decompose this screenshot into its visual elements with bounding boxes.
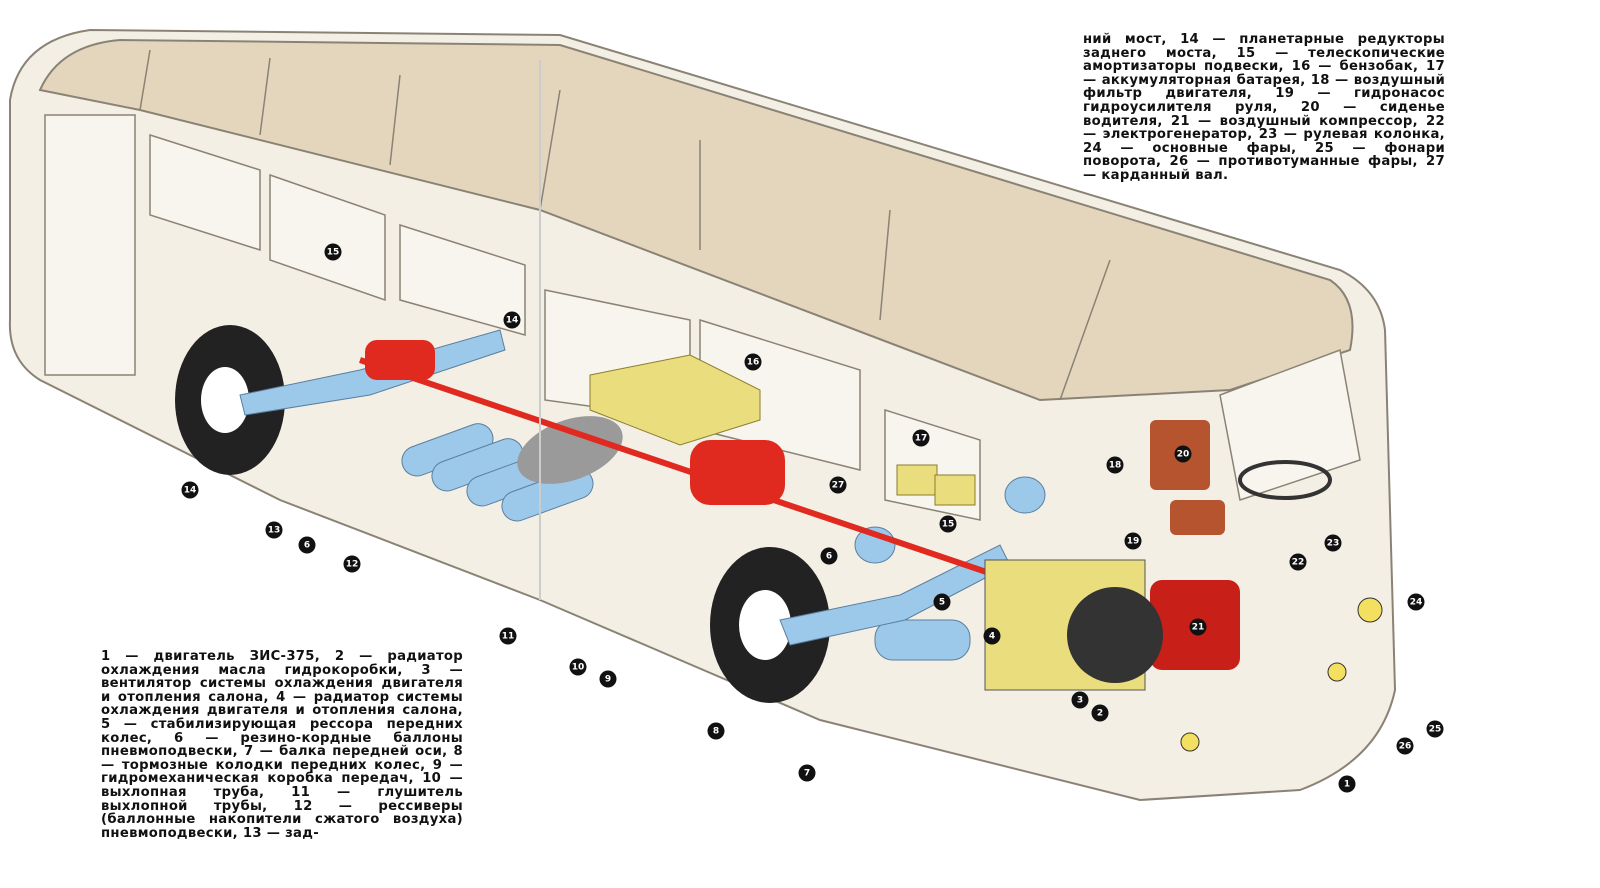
callout-16: 16 <box>744 353 762 371</box>
callout-9: 9 <box>599 670 617 688</box>
callout-23: 23 <box>1324 534 1342 552</box>
front-wheel <box>710 547 830 703</box>
callout-26: 26 <box>1396 737 1414 755</box>
callout-12: 12 <box>343 555 361 573</box>
callout-25: 25 <box>1426 720 1444 738</box>
callout-7: 7 <box>798 764 816 782</box>
callout-14: 14 <box>181 481 199 499</box>
callout-17: 17 <box>912 429 930 447</box>
rear-wheel <box>175 325 285 475</box>
legend-caption-bottom: 1 — двигатель ЗИС-375, 2 — радиатор охла… <box>101 649 463 841</box>
callout-15: 15 <box>324 243 342 261</box>
callout-4: 4 <box>983 627 1001 645</box>
callout-3: 3 <box>1071 691 1089 709</box>
callout-22: 22 <box>1289 553 1307 571</box>
bus-roof <box>38 38 1354 402</box>
callout-1: 1 <box>1338 775 1356 793</box>
callout-15: 15 <box>939 515 957 533</box>
legend-caption-top: ний мост, 14 — планетарные редукторы зад… <box>1083 32 1445 183</box>
callout-5: 5 <box>933 593 951 611</box>
callout-20: 20 <box>1174 445 1192 463</box>
callout-6: 6 <box>820 547 838 565</box>
callout-6: 6 <box>298 536 316 554</box>
callout-27: 27 <box>829 476 847 494</box>
callout-18: 18 <box>1106 456 1124 474</box>
callout-19: 19 <box>1124 532 1142 550</box>
callout-14: 14 <box>503 311 521 329</box>
callout-2: 2 <box>1091 704 1109 722</box>
callout-11: 11 <box>499 627 517 645</box>
callout-8: 8 <box>707 722 725 740</box>
callout-21: 21 <box>1189 618 1207 636</box>
callout-10: 10 <box>569 658 587 676</box>
callout-13: 13 <box>265 521 283 539</box>
callout-24: 24 <box>1407 593 1425 611</box>
